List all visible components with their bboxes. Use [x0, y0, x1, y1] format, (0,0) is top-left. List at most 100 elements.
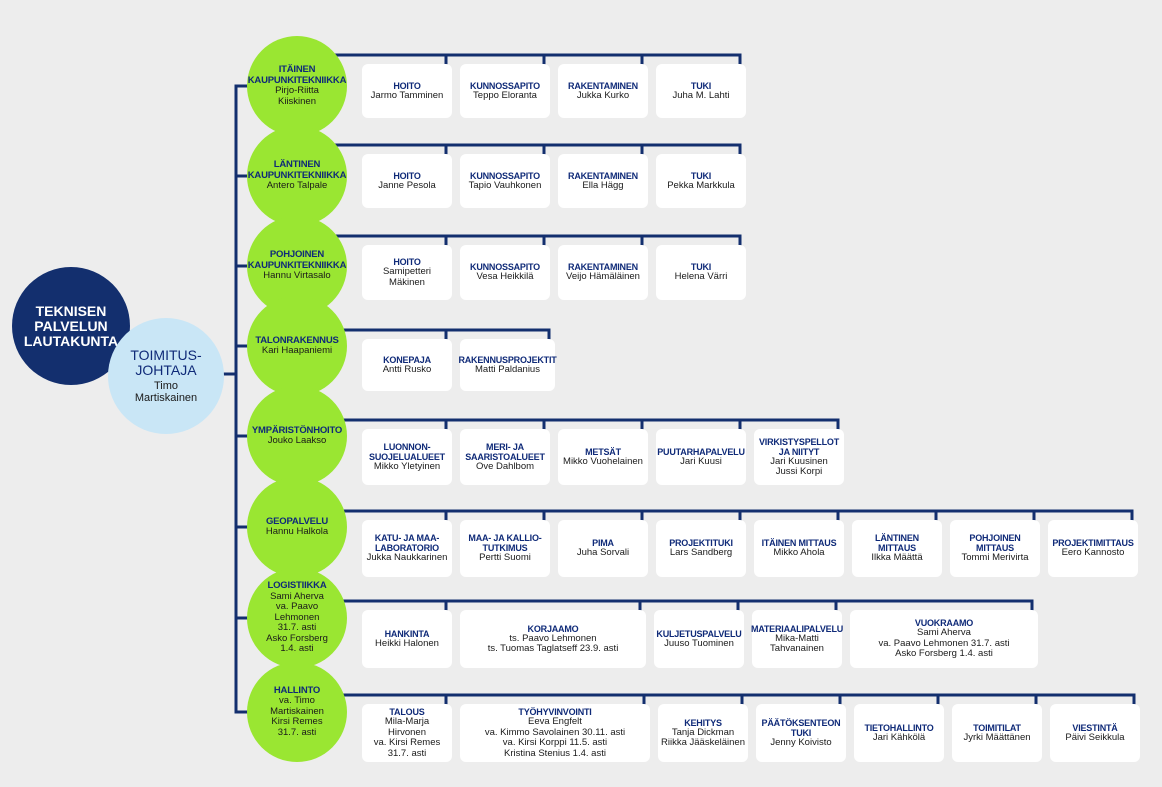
unit-person: Vesa Heikkilä	[476, 271, 534, 283]
unit-title: KUNNOSSAPITO	[470, 80, 540, 91]
unit-person: Jenny Koivisto	[770, 736, 832, 748]
unit-title: MERI- JA SAARISTOALUEET	[465, 441, 545, 462]
unit-title: HOITO	[393, 170, 421, 181]
unit-title: HOITO	[393, 80, 421, 91]
unit-person: Teppo Eloranta	[473, 89, 537, 101]
division-title: YMPÄRISTÖNHOITO	[251, 424, 343, 436]
director-title: TOIMITUS- JOHTAJA	[130, 347, 202, 378]
unit-title: TIETOHALLINTO	[864, 722, 934, 733]
unit-person: Pertti Suomi	[479, 552, 531, 564]
unit-title: TYÖHYVINVOINTI	[518, 707, 592, 717]
unit-title: VUOKRAAMO	[914, 618, 974, 629]
unit-title: ITÄINEN MITTAUS	[761, 538, 837, 549]
unit-person: Eeva Engfelt va. Kimmo Savolainen 30.11.…	[484, 716, 626, 759]
unit-person: Matti Paldanius	[475, 363, 540, 375]
director-circle: TOIMITUS- JOHTAJA Timo Martiskainen	[108, 318, 224, 434]
unit-person: Juha Sorvali	[576, 547, 630, 559]
unit-title: PUUTARHAPALVELU	[657, 446, 745, 457]
unit-title: VIRKISTYSPELLOT JA NIITYT	[758, 436, 839, 457]
unit-person: Antti Rusko	[382, 363, 432, 375]
unit-title: HANKINTA	[384, 628, 430, 639]
unit-person: Juha M. Lahti	[672, 89, 730, 101]
unit-title: HOITO	[393, 257, 421, 267]
unit-person: Helena Värri	[674, 271, 728, 283]
unit-title: TALOUS	[389, 707, 425, 717]
unit-title: KONEPAJA	[383, 354, 431, 365]
unit-title: KUNNOSSAPITO	[470, 170, 540, 181]
unit-person: Sami Aherva va. Paavo Lehmonen 31.7. ast…	[878, 627, 1010, 660]
unit-person: Jukka Naukkarinen	[366, 552, 448, 564]
division-title: LOGISTIIKKA	[267, 580, 327, 592]
unit-title: RAKENNUSPROJEKTIT	[458, 354, 557, 365]
unit-person: ts. Paavo Lehmonen ts. Tuomas Taglatseff…	[487, 632, 619, 654]
unit-person: Jukka Kurko	[576, 89, 630, 101]
unit-person: Samipetteri Mäkinen	[382, 266, 432, 288]
unit-person: Mila-Marja Hirvonen va. Kirsi Remes 31.7…	[373, 716, 441, 759]
division-head: Kari Haapaniemi	[261, 345, 333, 356]
unit-title: KULJETUSPALVELU	[656, 628, 742, 639]
unit-title: VIESTINTÄ	[1072, 722, 1118, 733]
division-title: GEOPALVELU	[265, 515, 329, 527]
unit-title: PROJEKTIMITTAUS	[1052, 538, 1134, 549]
division-title: POHJOINEN KAUPUNKITEKNIIKKA	[247, 249, 347, 271]
unit-person: Ove Dahlbom	[475, 460, 535, 472]
unit-title: TOIMITILAT	[973, 722, 1021, 733]
unit-title: PÄÄTÖKSENTEON TUKI	[761, 717, 841, 738]
unit-person: Jarmo Tamminen	[370, 89, 444, 101]
division-head: Antero Talpale	[266, 180, 328, 192]
director-person: Timo Martiskainen	[134, 380, 198, 404]
unit-person: Mikko Yletyinen	[373, 460, 441, 472]
unit-title: LUONNON- SUOJELUALUEET	[369, 441, 445, 462]
division-head: Jouko Laakso	[267, 435, 327, 446]
unit-title: KEHITYS	[684, 717, 722, 728]
unit-title: MATERIAALIPALVELU	[750, 623, 844, 634]
unit-title: RAKENTAMINEN	[568, 262, 638, 273]
unit-person: Jari Kuusi	[680, 455, 722, 467]
division-head: Sami Aherva va. Paavo Lehmonen 31.7. ast…	[266, 590, 328, 655]
unit-person: Jari Kuusinen Jussi Korpi	[770, 455, 828, 477]
unit-title: POHJOINEN MITTAUS	[969, 533, 1021, 554]
unit-title: KATU- JA MAA- LABORATORIO	[374, 533, 440, 554]
division-head: Hannu Halkola	[265, 526, 329, 537]
division-title: HALLINTO	[273, 684, 321, 696]
unit-title: KUNNOSSAPITO	[470, 262, 540, 273]
division-title: TALONRAKENNUS	[255, 334, 339, 346]
unit-person: Eero Kannosto	[1061, 547, 1125, 559]
division-title: LÄNTINEN KAUPUNKITEKNIIKKA	[247, 159, 347, 181]
division-head: Hannu Virtasalo	[263, 270, 331, 282]
